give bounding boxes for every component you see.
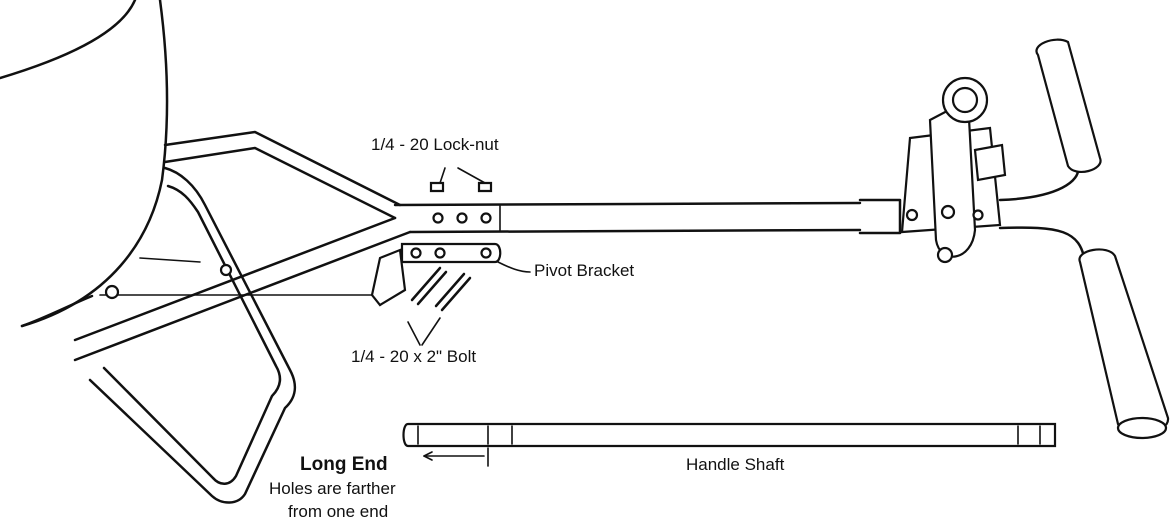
frame-loop — [88, 166, 297, 504]
lock-nuts — [429, 167, 493, 193]
long-end-label: Long End — [300, 454, 388, 475]
holes-note-line1: Holes are farther — [269, 479, 396, 498]
upper-shaft — [393, 198, 902, 235]
handle-shaft-label: Handle Shaft — [686, 455, 785, 474]
drum-body — [0, 0, 169, 328]
pivot-bracket — [370, 242, 531, 346]
lock-nut-label: 1/4 - 20 Lock-nut — [371, 135, 499, 154]
handle-shaft-part — [402, 422, 1057, 467]
frame-tubes — [73, 130, 412, 362]
bolt-label: 1/4 - 20 x 2" Bolt — [351, 347, 476, 366]
pivot-bracket-label: Pivot Bracket — [534, 261, 634, 280]
control-bracket — [900, 76, 1007, 264]
holes-note-line2: from one end — [288, 502, 388, 521]
handlebar — [998, 38, 1170, 440]
